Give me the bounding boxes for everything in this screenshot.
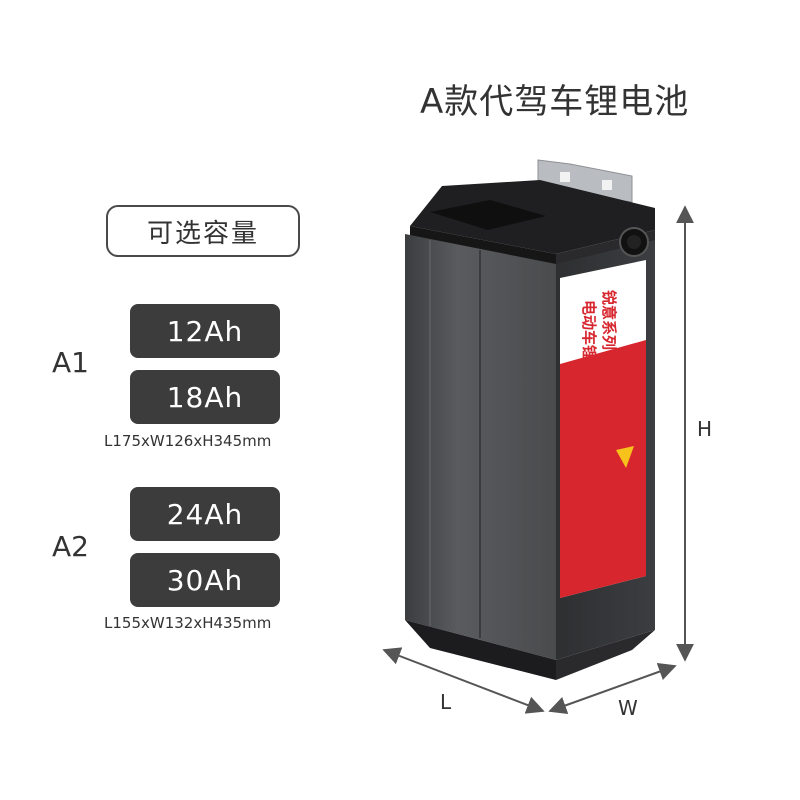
label-product-text: 电动车锂电池 [580, 300, 598, 390]
capacity-option-30ah[interactable]: 30Ah [130, 553, 280, 607]
capacity-option-12ah[interactable]: 12Ah [130, 304, 280, 358]
group-label-a2: A2 [52, 530, 89, 563]
group-label-a1: A1 [52, 346, 89, 379]
axis-label-width: W [618, 696, 638, 720]
page-title: A款代驾车锂电池 [420, 82, 690, 122]
battery-illustration: 锐意系列-R1 电动车锂电池 [405, 159, 655, 680]
label-series-text: 锐意系列-R1 [600, 290, 618, 378]
charging-port-icon [619, 227, 649, 257]
axis-label-height: H [697, 417, 713, 441]
capacity-option-24ah[interactable]: 24Ah [130, 487, 280, 541]
dimensions-a2: L155xW132xH435mm [104, 614, 272, 632]
capacity-options-label: 可选容量 [106, 205, 300, 257]
dimensions-a1: L175xW126xH345mm [104, 432, 272, 450]
axis-label-length: L [440, 690, 452, 714]
capacity-option-18ah[interactable]: 18Ah [130, 370, 280, 424]
width-arrow [548, 663, 677, 714]
product-label: 锐意系列-R1 电动车锂电池 [560, 260, 646, 598]
length-arrow [382, 647, 545, 714]
battery-base [405, 620, 655, 680]
